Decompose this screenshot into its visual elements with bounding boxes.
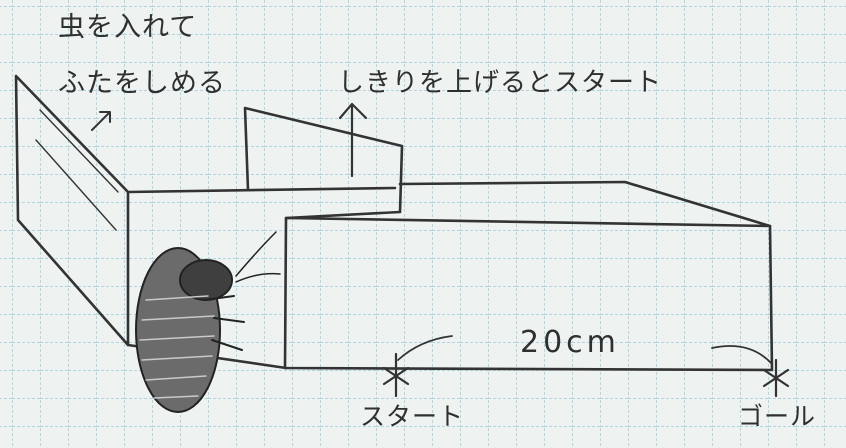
lid-instruction-line2: ふたをしめる xyxy=(58,68,226,99)
lid-instruction-line1: 虫を入れて xyxy=(58,12,198,43)
cockroach-segments xyxy=(139,295,215,399)
cockroach-head xyxy=(179,259,233,301)
start-instruction: しきりを上げるとスタート xyxy=(338,68,663,98)
start-label: スタート xyxy=(360,402,465,431)
lid-arrow xyxy=(91,111,111,131)
cockroach-sketch xyxy=(135,231,281,413)
dimension-arrow-left xyxy=(397,335,453,361)
cockroach-legs xyxy=(203,295,245,351)
chamber-back-edge xyxy=(126,186,397,194)
dimension-arrow-right xyxy=(711,345,773,365)
box-top-face xyxy=(284,180,772,228)
goal-marker xyxy=(762,358,790,398)
lid-hatch xyxy=(35,109,119,231)
goal-label: ゴール xyxy=(738,402,817,431)
partition-up-arrow xyxy=(338,102,368,178)
cockroach-antenna xyxy=(235,231,281,283)
box-front-face xyxy=(283,216,774,372)
partition-panel xyxy=(243,106,404,214)
start-marker xyxy=(382,352,410,398)
distance-label: 20cm xyxy=(520,325,620,360)
